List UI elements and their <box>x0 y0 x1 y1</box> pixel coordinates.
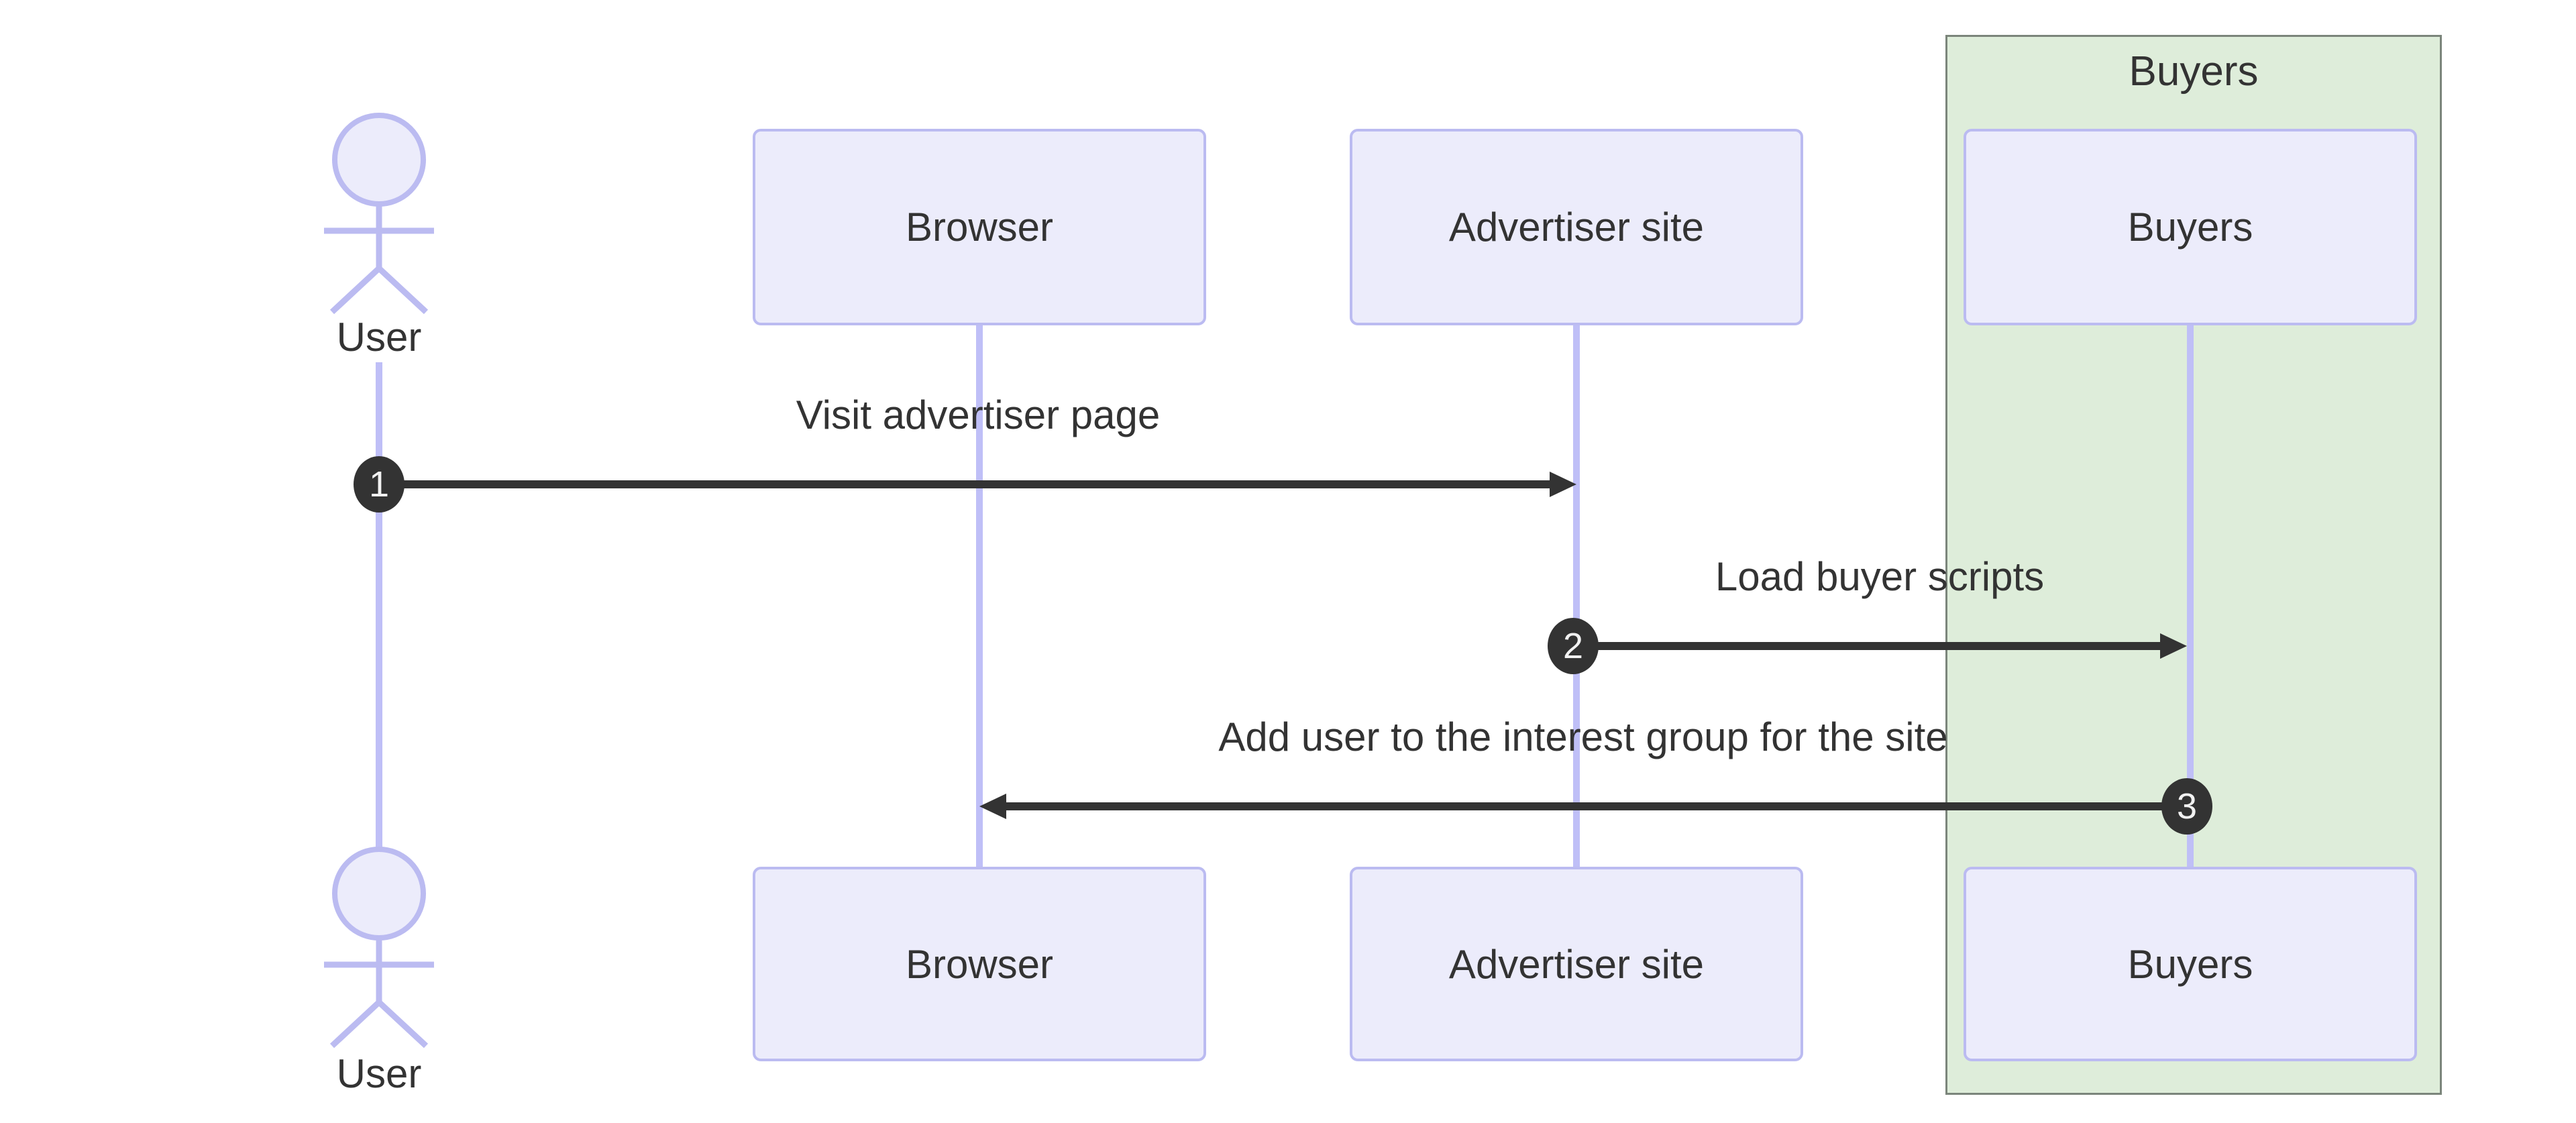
lifeline-browser <box>976 321 983 867</box>
user-actor-label-top: User <box>336 315 422 360</box>
sequence-number: 2 <box>1562 626 1584 666</box>
message-line-3 <box>1005 802 2187 810</box>
message-line-1 <box>379 480 1551 488</box>
arrowhead-right-icon <box>2160 633 2187 659</box>
lifeline-buyers <box>2187 321 2194 867</box>
participant-box-browser-bottom: Browser <box>753 867 1206 1061</box>
sequence-number-badge: 2 <box>1548 618 1599 674</box>
sequence-number-badge: 1 <box>354 456 405 513</box>
user-actor-icon <box>324 113 434 315</box>
lifeline-user <box>376 362 382 851</box>
message-label-1: Visit advertiser page <box>796 392 1161 437</box>
participant-box-advertiser-site-bottom: Advertiser site <box>1350 867 1803 1061</box>
sequence-number: 3 <box>2176 786 2198 826</box>
lifeline-advertiser-site <box>1573 321 1580 867</box>
user-actor-icon <box>324 847 434 1049</box>
message-label-2: Load buyer scripts <box>1715 554 2045 599</box>
participant-box-buyers-bottom: Buyers <box>1964 867 2417 1061</box>
sequence-number: 1 <box>368 464 390 504</box>
arrowhead-right-icon <box>1550 472 1576 497</box>
sequence-number-badge: 3 <box>2161 778 2212 835</box>
participant-box-browser-top: Browser <box>753 129 1206 325</box>
arrowhead-left-icon <box>979 794 1006 819</box>
user-actor-label-bottom: User <box>336 1051 422 1096</box>
buyers-group-title: Buyers <box>2129 48 2259 95</box>
participant-box-buyers-top: Buyers <box>1964 129 2417 325</box>
message-label-3: Add user to the interest group for the s… <box>1218 714 1948 759</box>
participant-box-advertiser-site-top: Advertiser site <box>1350 129 1803 325</box>
message-line-2 <box>1573 642 2161 650</box>
